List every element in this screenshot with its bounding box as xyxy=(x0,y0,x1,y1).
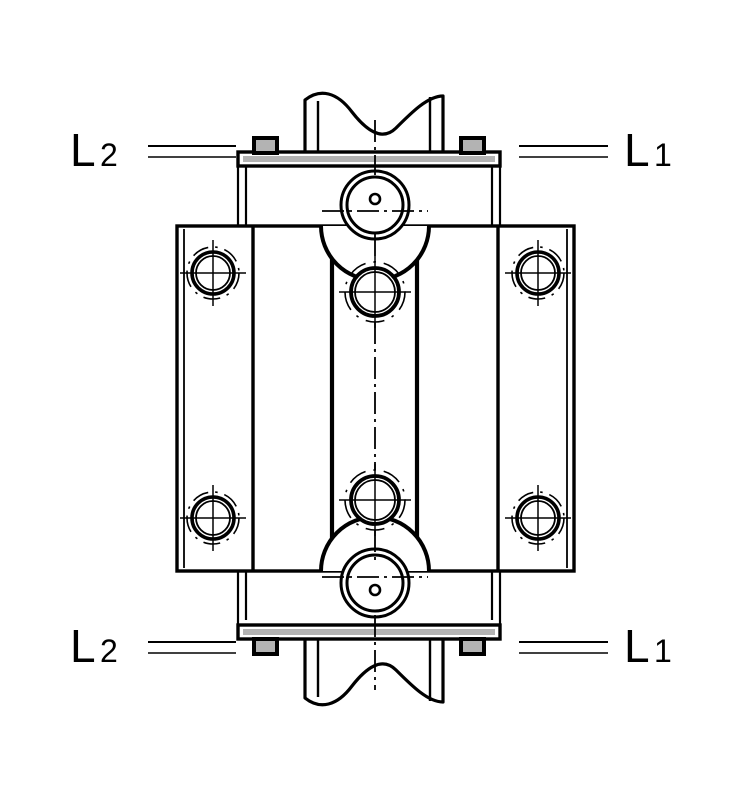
bolt-hole-top-right xyxy=(505,240,571,306)
bolt-hole-center-upper xyxy=(339,256,411,328)
bottom-bore-pin-hole xyxy=(368,583,382,597)
tab-top-left xyxy=(252,136,279,155)
mounting-tabs xyxy=(252,136,486,656)
bolt-hole-top-left xyxy=(180,240,246,306)
top-rail-profile xyxy=(303,91,445,162)
top-plate xyxy=(236,150,502,168)
center-bolt-holes xyxy=(339,256,411,536)
side-bolt-holes xyxy=(180,240,571,551)
label-top-left-index: 2 xyxy=(100,137,118,173)
label-bottom-left-letter: L xyxy=(70,620,96,672)
label-bottom-left-index: 2 xyxy=(100,633,118,669)
top-plate-fill-band xyxy=(243,156,495,162)
bottom-plate-fill-band xyxy=(243,629,495,635)
bottom-rail-profile xyxy=(303,637,445,707)
label-top-right-letter: L xyxy=(624,124,650,176)
tab-top-right xyxy=(459,136,486,155)
label-bottom-right-index: 1 xyxy=(654,633,672,669)
tab-bottom-left xyxy=(252,637,279,656)
label-top-right-index: 1 xyxy=(654,137,672,173)
top-bore-pin-hole xyxy=(368,192,382,206)
leader-lines xyxy=(148,145,608,654)
bottom-plate xyxy=(236,623,502,641)
label-bottom-left: L 2 xyxy=(70,620,118,672)
bottom-rail-outline xyxy=(303,637,445,707)
bolt-hole-bottom-left xyxy=(180,485,246,551)
bolt-hole-bottom-right xyxy=(505,485,571,551)
label-bottom-right: L 1 xyxy=(624,620,672,672)
label-bottom-right-letter: L xyxy=(624,620,650,672)
bottom-bore-inner-circle xyxy=(345,553,405,613)
tab-bottom-right xyxy=(459,637,486,656)
top-rail-outline xyxy=(303,91,445,162)
center-column xyxy=(329,226,420,571)
bolt-hole-center-lower xyxy=(339,464,411,536)
label-top-left-letter: L xyxy=(70,124,96,176)
label-top-left: L 2 xyxy=(70,124,118,176)
label-top-right: L 1 xyxy=(624,124,672,176)
dimension-labels: L 2 L 1 L 2 L 1 xyxy=(70,124,672,672)
